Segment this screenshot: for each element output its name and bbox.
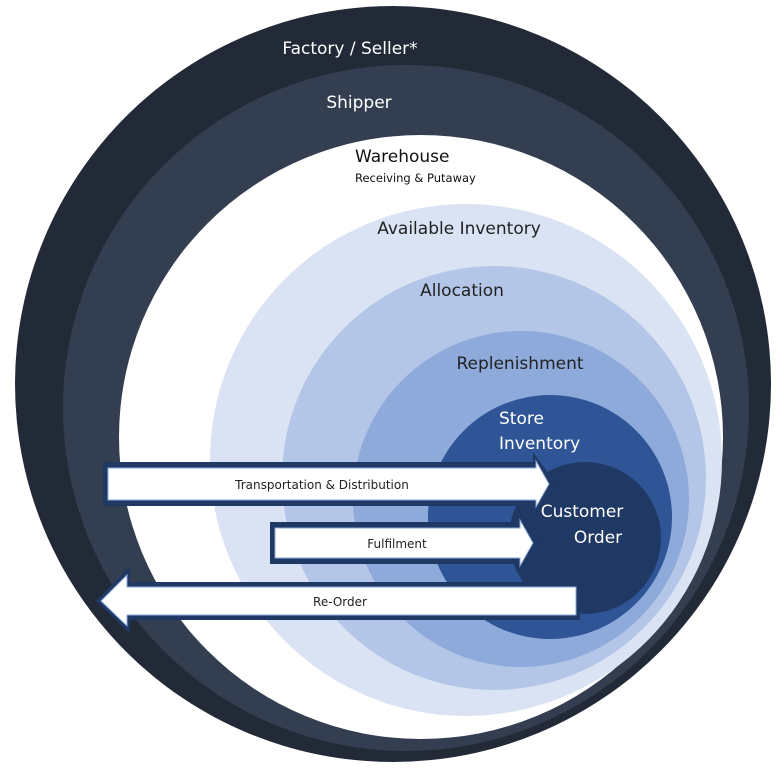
label-allocation: Allocation (420, 281, 504, 301)
label-warehouse: Warehouse (355, 147, 449, 167)
label-factory-seller: Factory / Seller* (282, 39, 417, 59)
label-replenishment: Replenishment (456, 354, 583, 374)
ring-customer-order (509, 462, 661, 614)
arrow-label-re-order: Re-Order (313, 595, 367, 609)
label-store: Store (499, 409, 544, 429)
arrow-re-order: Re-Order (96, 566, 580, 634)
arrow-label-transportation: Transportation & Distribution (234, 478, 409, 492)
arrow-label-fulfilment: Fulfilment (367, 537, 427, 551)
label-receiving-putaway: Receiving & Putaway (355, 171, 476, 185)
label-customer: Customer (541, 502, 624, 522)
label-inventory: Inventory (499, 434, 580, 454)
label-available-inventory: Available Inventory (377, 219, 541, 239)
label-order: Order (574, 528, 622, 548)
arrow-fulfilment: Fulfilment (270, 514, 540, 572)
arrow-transportation-distribution: Transportation & Distribution (103, 452, 556, 516)
label-shipper: Shipper (326, 93, 391, 113)
